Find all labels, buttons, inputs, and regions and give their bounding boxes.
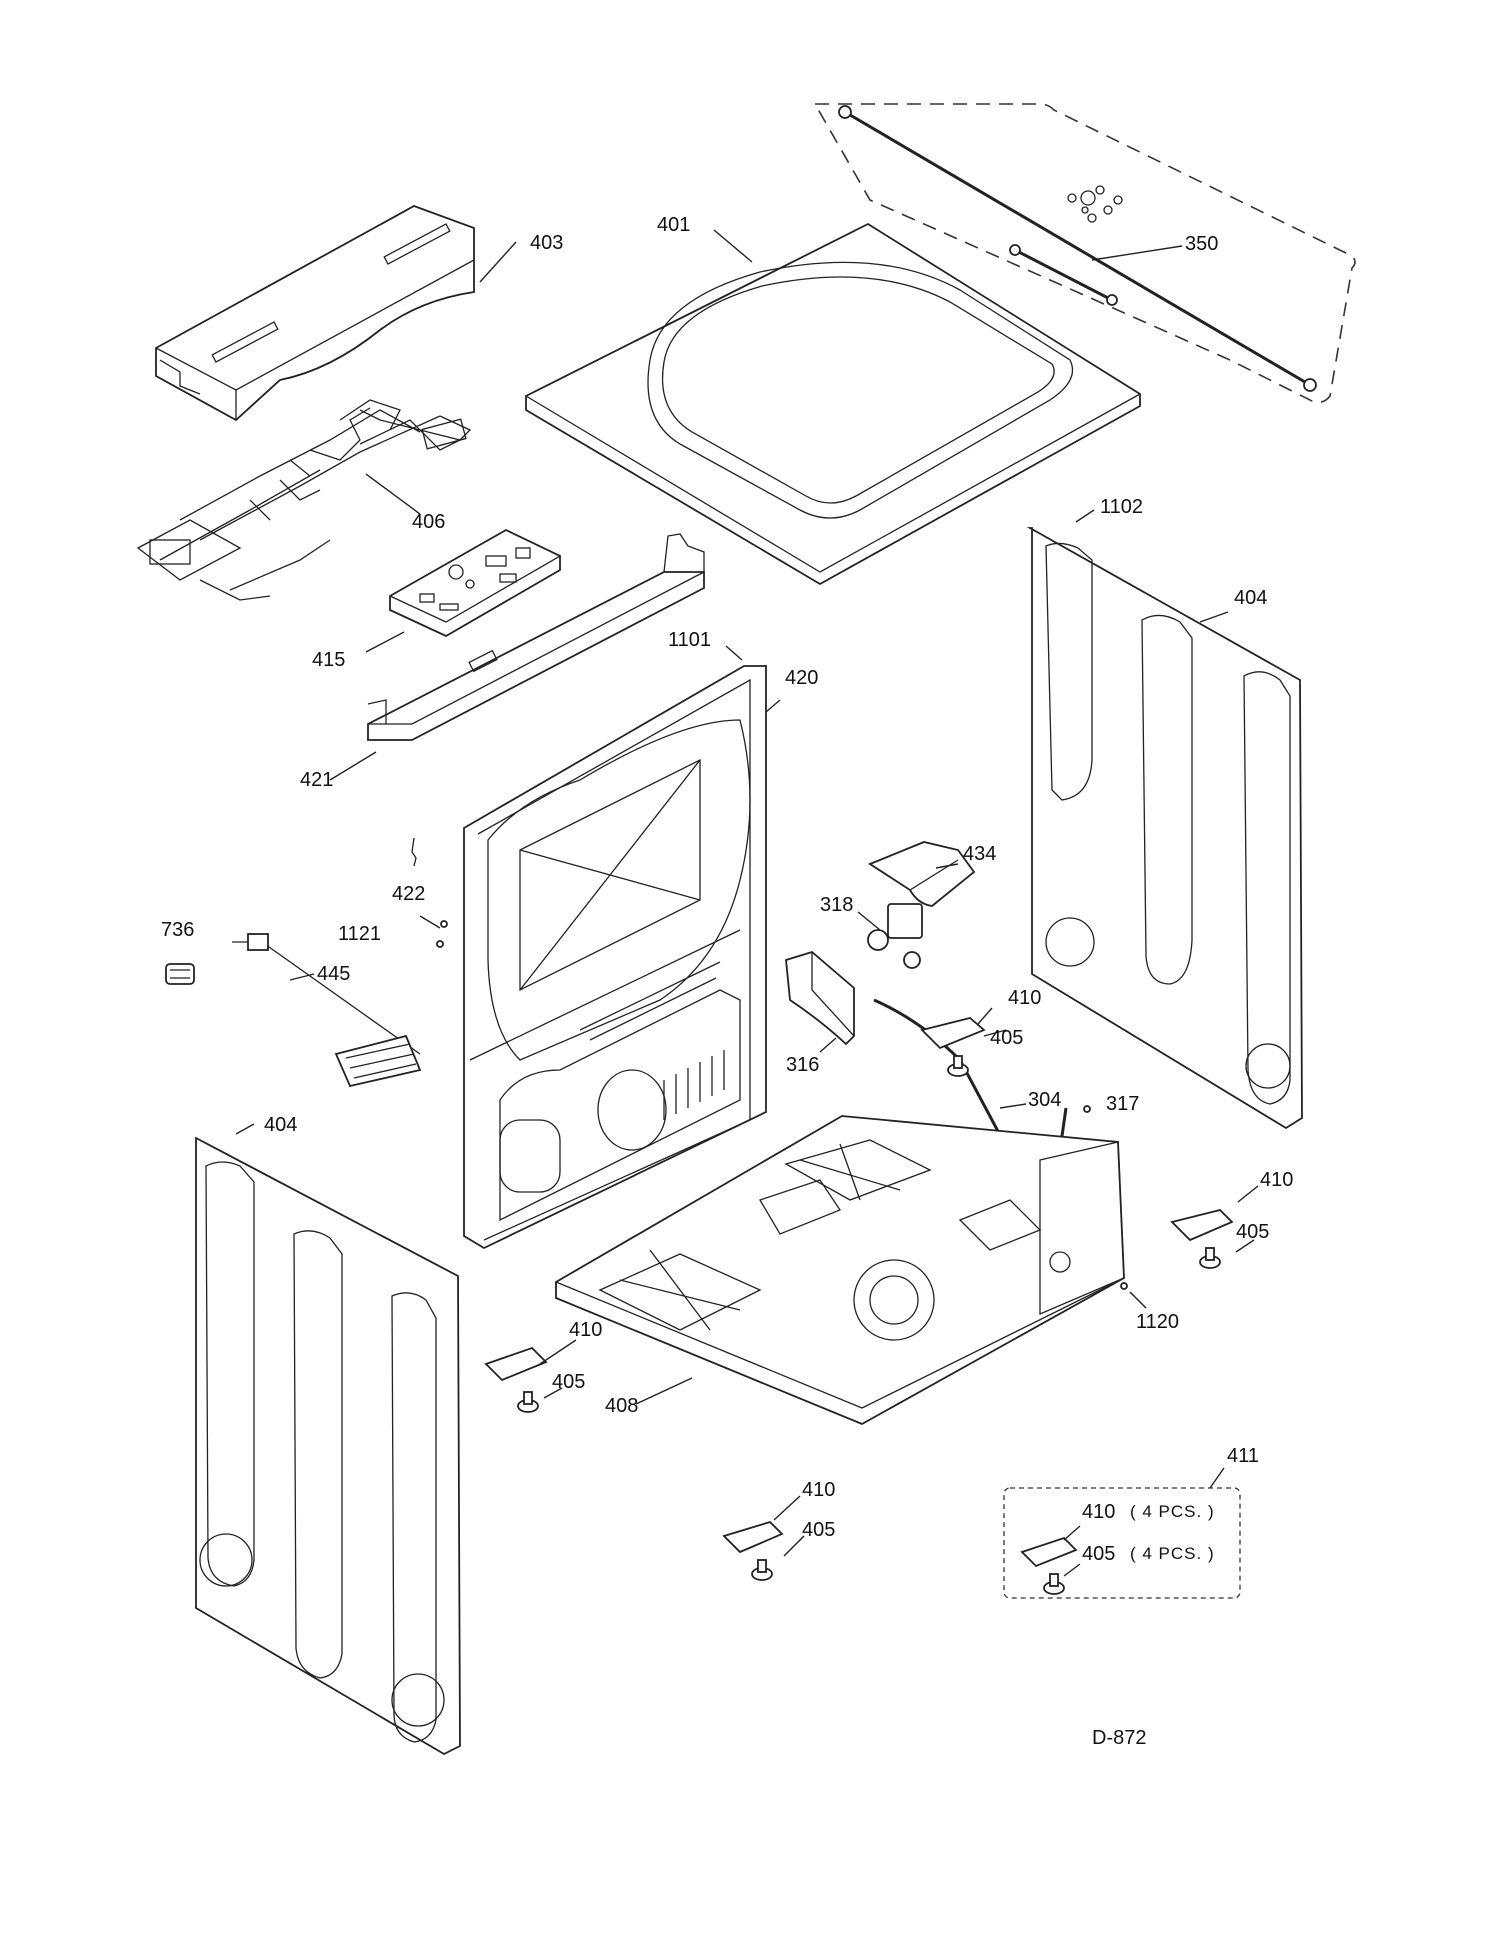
callout-1102: 1102	[1100, 496, 1144, 518]
kit-callout-405: 405	[1082, 1543, 1116, 1565]
part-405-foot-a	[947, 1055, 969, 1077]
part-410-bracket-c	[484, 1346, 548, 1382]
part-1121-screws	[436, 920, 448, 948]
part-410-bracket-e	[1020, 1536, 1078, 1568]
callout-1101: 1101	[668, 629, 712, 651]
callout-445: 445	[317, 963, 351, 985]
callout-410-c: 410	[569, 1319, 603, 1341]
callout-304: 304	[1028, 1089, 1062, 1111]
part-415-control-board	[389, 528, 561, 638]
part-1120-screw	[1120, 1282, 1128, 1290]
part-317-screw	[1083, 1105, 1091, 1113]
callout-404-left: 404	[264, 1114, 298, 1136]
callout-410-d: 410	[802, 1479, 836, 1501]
part-408-base	[555, 1115, 1125, 1425]
callout-405-b: 405	[1236, 1221, 1270, 1243]
callout-350: 350	[1185, 233, 1219, 255]
kit-qty-410: ( 4 PCS. )	[1130, 1502, 1215, 1521]
callout-1120: 1120	[1136, 1311, 1180, 1333]
callout-406: 406	[412, 511, 446, 533]
callout-410-b: 410	[1260, 1169, 1294, 1191]
part-350-rod-kit	[813, 103, 1356, 404]
part-405-foot-b	[1199, 1247, 1221, 1269]
callout-736: 736	[161, 919, 195, 941]
part-410-bracket-a	[920, 1017, 986, 1050]
part-405-foot-d	[751, 1559, 773, 1581]
drawing-code: D-872	[1092, 1727, 1147, 1749]
part-316-cover	[785, 950, 855, 1046]
callout-422: 422	[392, 883, 426, 905]
callout-1121: 1121	[338, 923, 382, 945]
part-405-foot-e	[1043, 1573, 1065, 1595]
part-401-top-panel	[525, 222, 1141, 586]
part-404-right-side-panel	[1026, 527, 1303, 1130]
callout-405-a: 405	[990, 1027, 1024, 1049]
callout-405-d: 405	[802, 1519, 836, 1541]
part-318-valve	[867, 903, 923, 969]
part-410-bracket-d	[722, 1520, 784, 1554]
part-421-support-bracket	[367, 533, 705, 741]
callout-404-right: 404	[1234, 587, 1268, 609]
part-420-front-panel	[463, 665, 767, 1250]
callout-318: 318	[820, 894, 854, 916]
callout-401: 401	[657, 214, 691, 236]
kit-callout-410: 410	[1082, 1501, 1116, 1523]
callout-415: 415	[312, 649, 346, 671]
callout-410-a: 410	[1008, 987, 1042, 1009]
part-403-control-housing	[155, 205, 475, 422]
part-434-bracket	[868, 841, 976, 907]
callout-403: 403	[530, 232, 564, 254]
part-410-bracket-b	[1170, 1209, 1234, 1242]
kit-qty-405: ( 4 PCS. )	[1130, 1544, 1215, 1563]
part-445-heater	[232, 933, 422, 1088]
callout-405-c: 405	[552, 1371, 586, 1393]
callout-434: 434	[963, 843, 997, 865]
leader-lines	[235, 229, 1259, 1577]
callout-408: 408	[605, 1395, 639, 1417]
part-406-wire-harness	[136, 399, 472, 601]
callout-420: 420	[785, 667, 819, 689]
part-422-clip	[411, 837, 417, 867]
callout-421: 421	[300, 769, 334, 791]
callout-411: 411	[1227, 1445, 1259, 1467]
callout-317: 317	[1106, 1093, 1140, 1115]
part-411-kit-outline	[1003, 1487, 1241, 1599]
part-404-left-side-panel	[195, 1136, 461, 1756]
callout-316: 316	[786, 1054, 820, 1076]
part-736-connector	[165, 963, 195, 985]
part-405-foot-c	[517, 1391, 539, 1413]
